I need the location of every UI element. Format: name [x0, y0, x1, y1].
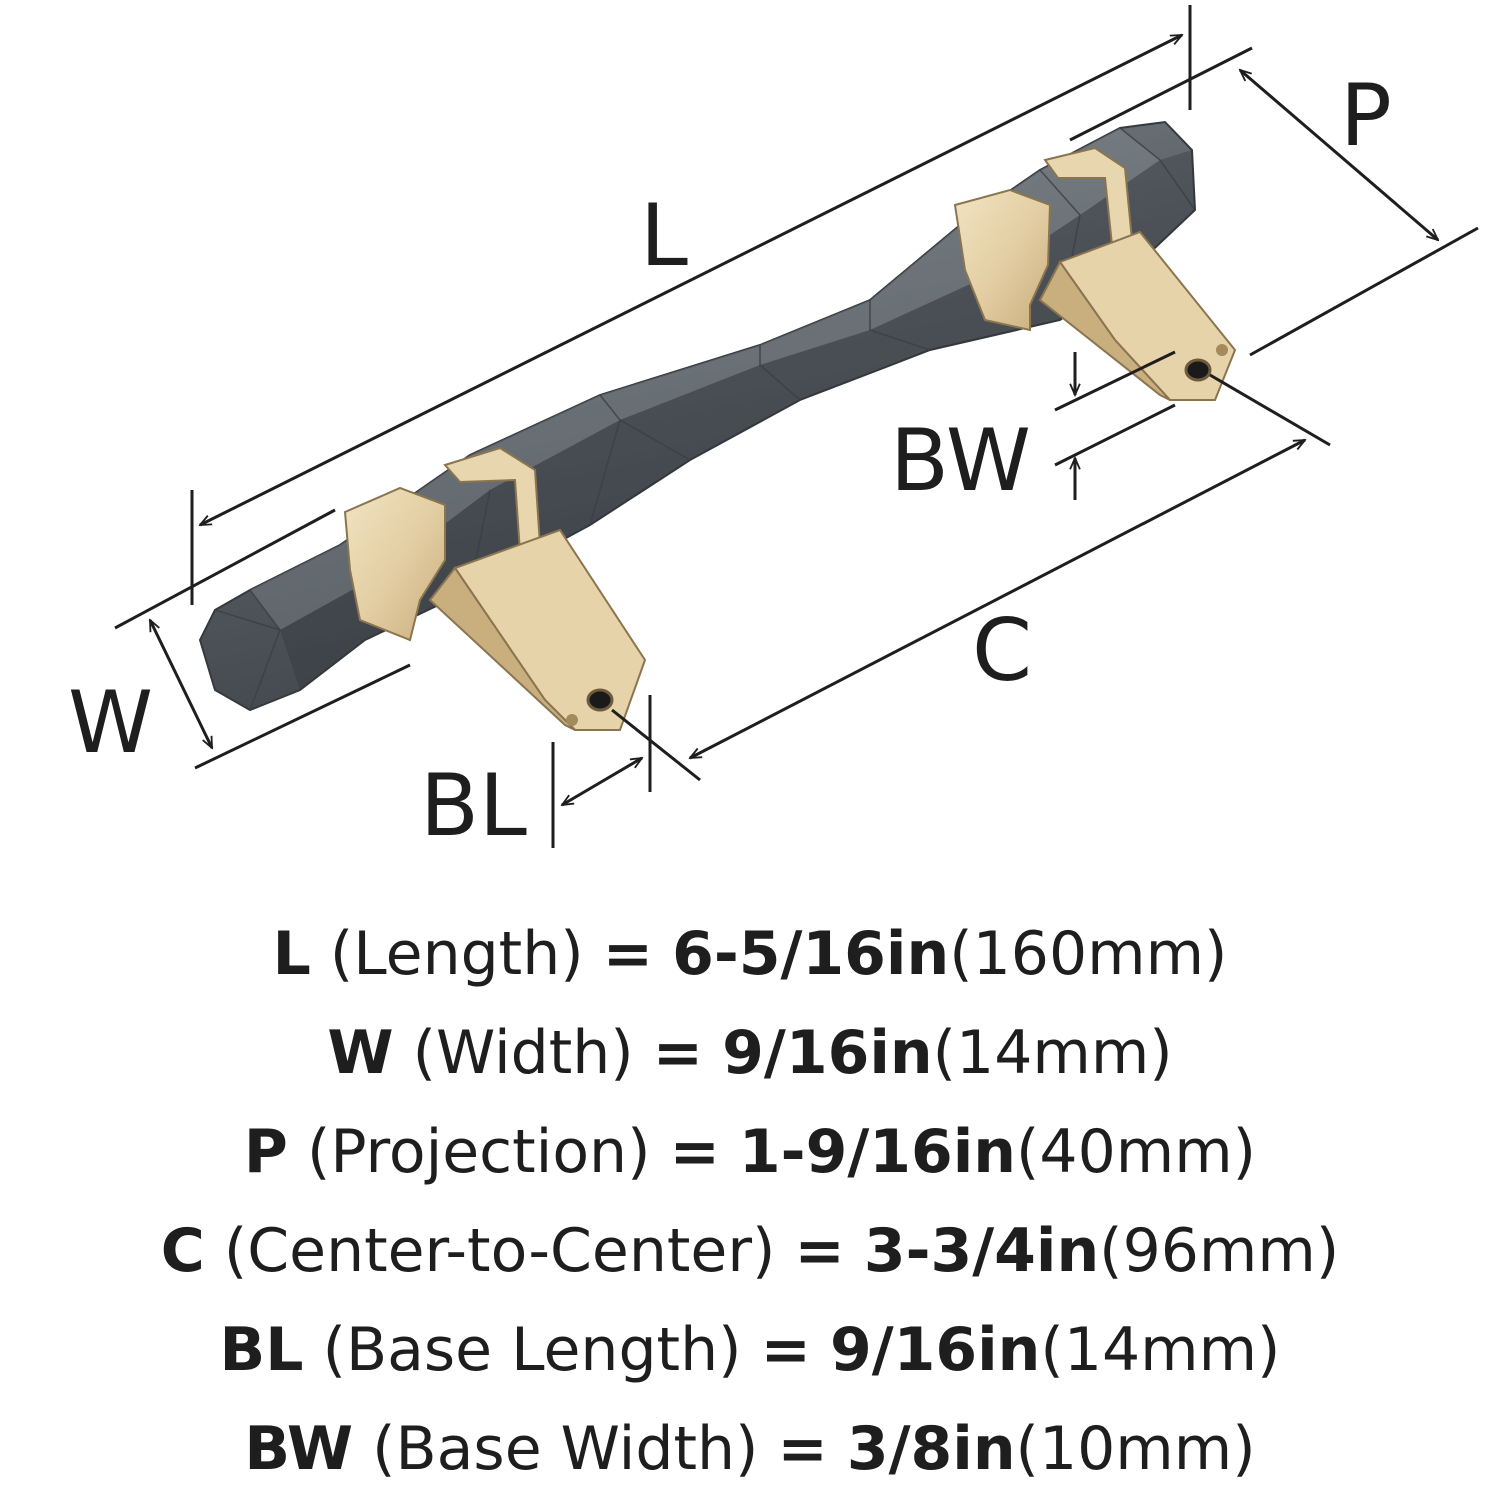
spec-row-base-length: BL (Base Length) = 9/16in(14mm)	[0, 1301, 1500, 1400]
label-l: L	[640, 186, 688, 286]
cabinet-pull-dimension-diagram: L P BW C W BL	[68, 5, 1479, 856]
right-base-screw-hole	[1184, 358, 1212, 382]
spec-name: (Width)	[412, 1018, 634, 1088]
spec-metric: (14mm)	[1040, 1315, 1281, 1385]
label-w: W	[68, 673, 153, 773]
left-base-collar-back	[343, 486, 446, 642]
dimension-spec-list: L (Length) = 6-5/16in(160mm) W (Width) =…	[0, 905, 1500, 1499]
spec-name: (Center-to-Center)	[223, 1216, 776, 1286]
label-bw: BW	[890, 411, 1031, 511]
l-guide-left	[114, 508, 336, 630]
spec-equals: =	[669, 1117, 720, 1187]
spec-imperial: 3-3/4in	[863, 1216, 1100, 1286]
w-guide-bottom	[194, 663, 411, 770]
spec-metric: (10mm)	[1015, 1414, 1256, 1484]
spec-name: (Projection)	[306, 1117, 651, 1187]
label-c: C	[972, 601, 1032, 701]
spec-equals: =	[777, 1414, 828, 1484]
l-guide-top	[1069, 46, 1253, 142]
spec-metric: (14mm)	[932, 1018, 1173, 1088]
w-dimension-arrow	[148, 620, 214, 748]
spec-code: BW	[244, 1414, 354, 1484]
spec-name: (Base Width)	[372, 1414, 759, 1484]
bl-dimension-arrow	[562, 756, 642, 807]
spec-imperial: 1-9/16in	[738, 1117, 1017, 1187]
spec-equals: =	[760, 1315, 811, 1385]
spec-metric: (160mm)	[949, 919, 1228, 989]
spec-equals: =	[652, 1018, 704, 1088]
right-base-set-screw	[1216, 344, 1228, 356]
spec-metric: (40mm)	[1016, 1117, 1257, 1187]
spec-code: BL	[219, 1315, 304, 1385]
spec-code: C	[160, 1216, 205, 1286]
dimension-lines	[114, 5, 1479, 848]
spec-imperial: 9/16in	[722, 1018, 933, 1088]
spec-row-center-to-center: C (Center-to-Center) = 3-3/4in(96mm)	[0, 1202, 1500, 1301]
spec-row-length: L (Length) = 6-5/16in(160mm)	[0, 905, 1500, 1004]
c-guide-left	[611, 708, 701, 782]
left-base-screw-hole	[586, 688, 614, 712]
c-guide-right	[1209, 373, 1331, 447]
spec-code: P	[243, 1117, 288, 1187]
spec-metric: (96mm)	[1099, 1216, 1340, 1286]
left-base-set-screw	[566, 714, 578, 726]
spec-imperial: 6-5/16in	[672, 919, 950, 989]
spec-row-projection: P (Projection) = 1-9/16in(40mm)	[0, 1103, 1500, 1202]
p-guide-bottom	[1249, 226, 1479, 357]
c-dimension-arrow	[690, 438, 1305, 760]
bw-guide-bottom	[1054, 403, 1176, 467]
p-dimension-arrow	[1240, 70, 1438, 240]
spec-name: (Length)	[329, 919, 584, 989]
spec-imperial: 3/8in	[846, 1414, 1016, 1484]
l-dimension-arrow	[200, 33, 1182, 527]
bw-guide-top	[1054, 350, 1176, 412]
left-base-post-side	[428, 566, 576, 731]
spec-row-base-width: BW (Base Width) = 3/8in(10mm)	[0, 1400, 1500, 1499]
spec-row-width: W (Width) = 9/16in(14mm)	[0, 1004, 1500, 1103]
spec-name: (Base Length)	[322, 1315, 742, 1385]
spec-code: L	[272, 919, 311, 989]
spec-equals: =	[602, 919, 654, 989]
spec-imperial: 9/16in	[829, 1315, 1041, 1385]
label-p: P	[1340, 66, 1392, 166]
spec-code: W	[327, 1018, 394, 1088]
label-bl: BL	[420, 756, 527, 856]
spec-equals: =	[794, 1216, 845, 1286]
